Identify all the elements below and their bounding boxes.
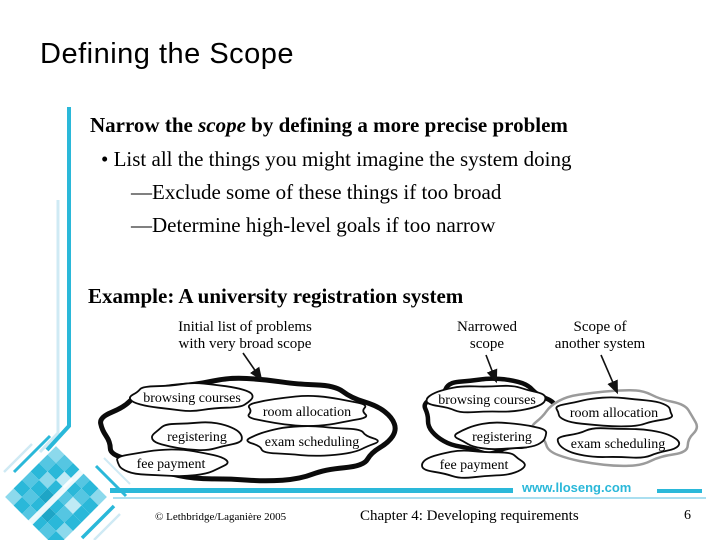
- blob-label: room allocation: [263, 405, 351, 420]
- blob-right-exam-scheduling: [556, 427, 681, 459]
- copyright-text: © Lethbridge/Laganière 2005: [155, 511, 287, 523]
- blob-left-browsing-courses: [129, 382, 254, 412]
- blob-left-registering: [151, 421, 243, 451]
- page-number: 6: [684, 508, 691, 523]
- body-heading: Narrow the scope by defining a more prec…: [90, 113, 568, 138]
- blob-left-exam-scheduling: [246, 425, 379, 457]
- blob-label: browsing courses: [438, 393, 536, 408]
- blob-right-browsing-courses: [425, 384, 547, 414]
- blob-left-fee-payment: [116, 448, 229, 477]
- footer-accent-bar: [110, 488, 513, 493]
- arrow-other-scope: [600, 354, 618, 395]
- label-other-line2: another system: [554, 335, 646, 352]
- footer-accent-thin-line: [113, 497, 706, 499]
- blob-label: registering: [472, 430, 532, 445]
- blob-label: fee payment: [137, 457, 206, 472]
- arrow-initial-scope: [242, 352, 263, 381]
- sub-bullet-exclude: —Exclude some of these things if too bro…: [131, 180, 502, 204]
- diamond-logo: [3, 434, 131, 540]
- label-narrowed-line2: scope: [469, 335, 505, 352]
- accent-line-pale-vertical: [38, 200, 60, 454]
- chapter-title: Chapter 4: Developing requirements: [360, 508, 579, 524]
- blob-label: registering: [167, 430, 227, 445]
- blob-label: exam scheduling: [265, 435, 359, 450]
- blob-label: exam scheduling: [571, 437, 665, 452]
- label-initial-scope: Initial list of problems with very broad…: [178, 319, 312, 352]
- heading-text-pre: Narrow the: [90, 113, 199, 137]
- footer-accent-dash: [657, 489, 702, 493]
- label-narrowed-line1: Narrowed: [457, 319, 517, 335]
- blob-label: fee payment: [440, 458, 509, 473]
- blob-right-registering: [454, 421, 548, 451]
- bullet-item: • List all the things you might imagine …: [101, 147, 572, 171]
- label-initial-line2: with very broad scope: [178, 335, 312, 352]
- label-other-line1: Scope of: [573, 319, 627, 335]
- blob-right-fee-payment: [421, 449, 526, 479]
- label-narrowed-scope: Narrowed scope: [457, 319, 517, 352]
- example-heading: Example: A university registration syste…: [88, 284, 464, 308]
- blob-label: room allocation: [570, 406, 658, 421]
- blob-left-room-allocation: [247, 394, 368, 427]
- blob-label: browsing courses: [143, 391, 241, 406]
- accent-line-vertical: [45, 107, 71, 452]
- sub-bullet-determine: —Determine high-level goals if too narro…: [131, 213, 496, 237]
- slide-title: Defining the Scope: [40, 38, 295, 70]
- website-link[interactable]: www.lloseng.com: [522, 480, 632, 495]
- arrow-narrowed-scope: [485, 354, 498, 384]
- blob-right-room-allocation: [555, 396, 673, 428]
- heading-text-emphasis: scope: [198, 113, 246, 137]
- heading-text-post: by defining a more precise problem: [245, 113, 568, 137]
- label-other-system-scope: Scope of another system: [555, 319, 645, 352]
- label-initial-line1: Initial list of problems: [178, 319, 312, 335]
